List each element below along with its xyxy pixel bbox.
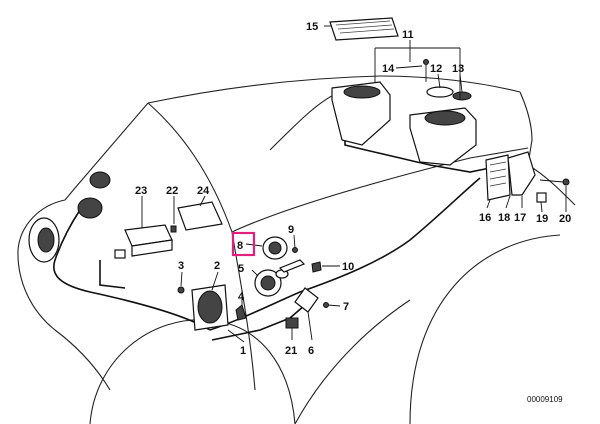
mid-speakers	[254, 236, 329, 329]
label-22: 22	[166, 185, 178, 197]
leader-lines	[141, 25, 567, 343]
part-labels: 15 11 14 12 13 23 22 24 16 18 17 19 20 8…	[135, 21, 571, 357]
connector-small	[114, 249, 126, 259]
label-3: 3	[178, 260, 184, 272]
tweeter-lower	[77, 197, 103, 219]
speaker-grille-cover	[329, 17, 399, 41]
label-19: 19	[536, 213, 548, 225]
front-speakers	[28, 171, 111, 263]
harness-branch-radio	[99, 260, 126, 289]
bracket-6	[294, 287, 319, 313]
bracket-ribs	[489, 161, 507, 187]
windshield-base	[147, 102, 233, 233]
label-2: 2	[214, 260, 220, 272]
diagram-reference-number: 00009109	[527, 395, 563, 404]
grille-pattern	[335, 20, 395, 34]
front-wheel-arch	[89, 319, 296, 424]
label-23: 23	[135, 185, 147, 197]
tweeter-12	[426, 86, 454, 98]
screw-3	[177, 286, 185, 294]
label-5: 5	[238, 263, 244, 275]
rear-quarter-line	[527, 164, 576, 206]
rear-end-line	[519, 91, 533, 166]
label-7: 7	[343, 301, 349, 313]
label-11: 11	[402, 29, 414, 41]
rear-speaker-cover	[329, 17, 399, 41]
mid-speaker-5-center	[260, 275, 276, 291]
clip-22	[170, 225, 177, 233]
tweeter-upper	[89, 171, 111, 189]
screw-7	[323, 302, 329, 308]
bracket-9	[278, 259, 306, 273]
label-15: 15	[306, 21, 318, 33]
label-20: 20	[559, 213, 571, 225]
label-8: 8	[237, 240, 243, 252]
harness-rear-shelf	[344, 130, 491, 173]
rear-wheel-arch	[409, 234, 561, 424]
screw-20	[562, 178, 570, 186]
label-6: 6	[308, 345, 314, 357]
roof-line	[147, 75, 521, 104]
front-fender-line	[17, 199, 111, 391]
door-line	[231, 231, 256, 391]
radio-23-front	[131, 239, 173, 257]
rear-bracket-assembly	[485, 151, 570, 203]
rear-window-line	[269, 91, 341, 151]
a-pillar-line	[64, 102, 149, 201]
label-14: 14	[382, 63, 395, 75]
harness-front	[53, 209, 211, 331]
label-9: 9	[288, 224, 294, 236]
rear-housing-left	[331, 81, 391, 146]
highlight-box-8	[231, 231, 256, 257]
tweeter-8-center	[268, 241, 282, 255]
label-17: 17	[514, 212, 526, 224]
harness-main	[209, 177, 481, 331]
screw-head-14	[423, 59, 429, 65]
label-21: 21	[285, 345, 297, 357]
door-speaker-cone-2	[197, 290, 223, 324]
rear-speaker-housings	[331, 59, 477, 166]
grommet-13	[452, 91, 472, 101]
bracket-17	[507, 151, 536, 196]
rear-speaker-right	[424, 110, 466, 126]
rear-speaker-left	[343, 85, 381, 99]
label-10: 10	[342, 261, 354, 273]
label-13: 13	[452, 63, 464, 75]
radio-parts	[114, 201, 223, 259]
label-1: 1	[240, 345, 246, 357]
screw-20-shaft	[539, 179, 564, 183]
label-16: 16	[479, 212, 491, 224]
label-24: 24	[197, 185, 210, 197]
clip-4	[235, 304, 247, 321]
bracket-9-screw	[292, 247, 298, 253]
label-18: 18	[498, 212, 510, 224]
nut-10	[311, 261, 322, 273]
clip-19	[536, 192, 547, 203]
label-12: 12	[430, 63, 442, 75]
wiring-harness	[53, 130, 491, 341]
kick-panel-cone	[37, 227, 55, 253]
connector-21	[285, 317, 299, 329]
harness-branch-door	[211, 304, 306, 341]
sill-line	[294, 299, 411, 424]
label-4: 4	[238, 291, 245, 303]
cassette-holder-24	[177, 201, 223, 231]
door-speaker-assembly	[177, 284, 247, 331]
